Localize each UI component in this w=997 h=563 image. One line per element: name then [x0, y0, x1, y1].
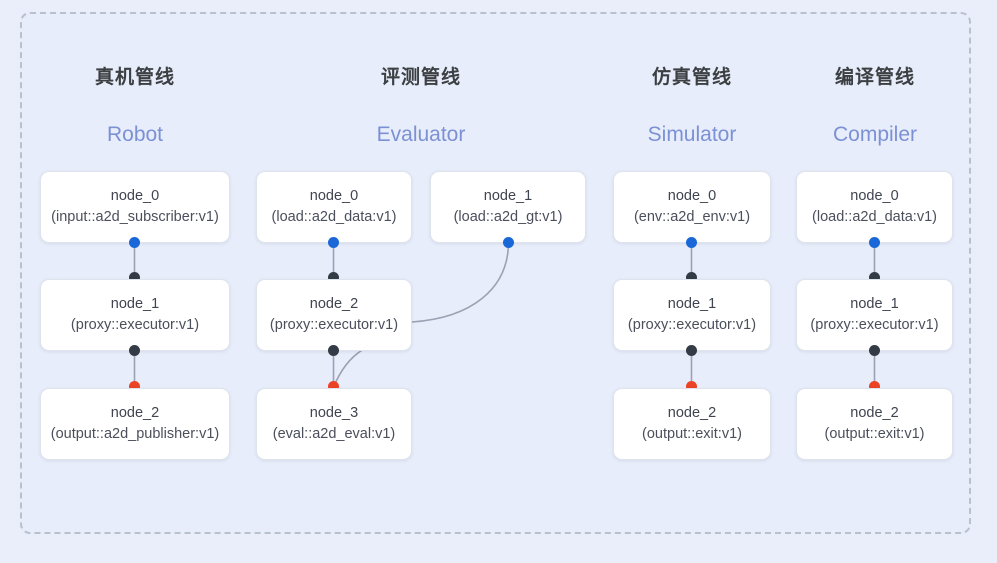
port-out-evaluator-node-2[interactable] — [328, 345, 339, 356]
port-out-simulator-node-0[interactable] — [686, 237, 697, 248]
node-label: node_0 — [309, 187, 359, 204]
node-label: node_0 — [667, 187, 717, 204]
node-type: (proxy::executor:v1) — [627, 317, 757, 333]
column-title-en-simulator: Simulator — [647, 123, 737, 146]
node-type: (proxy::executor:v1) — [269, 317, 399, 333]
node-type: (eval::a2d_eval:v1) — [272, 426, 396, 442]
node-robot-node-1[interactable]: node_1 (proxy::executor:v1) — [40, 279, 230, 351]
port-out-evaluator-node-1[interactable] — [503, 237, 514, 248]
port-out-compiler-node-1[interactable] — [869, 345, 880, 356]
column-title-en-evaluator: Evaluator — [376, 123, 466, 146]
port-in-evaluator-node-3[interactable] — [328, 381, 339, 392]
column-title-cn-evaluator: 评测管线 — [380, 67, 461, 88]
node-label: node_1 — [667, 295, 717, 312]
node-label: node_2 — [667, 404, 717, 421]
column-title-en-compiler: Compiler — [832, 123, 918, 146]
node-robot-node-2[interactable]: node_2 (output::a2d_publisher:v1) — [40, 388, 230, 460]
node-label: node_0 — [110, 187, 160, 204]
node-type: (output::a2d_publisher:v1) — [50, 426, 220, 442]
port-in-simulator-node-2[interactable] — [686, 381, 697, 392]
node-evaluator-node-3[interactable]: node_3 (eval::a2d_eval:v1) — [256, 388, 412, 460]
node-simulator-node-2[interactable]: node_2 (output::exit:v1) — [613, 388, 771, 460]
port-in-simulator-node-1[interactable] — [686, 272, 697, 283]
node-type: (output::exit:v1) — [824, 426, 925, 442]
port-out-robot-node-0[interactable] — [129, 237, 140, 248]
node-robot-node-0[interactable]: node_0 (input::a2d_subscriber:v1) — [40, 171, 230, 243]
node-type: (load::a2d_data:v1) — [271, 209, 397, 225]
node-label: node_2 — [850, 404, 899, 421]
node-compiler-node-1[interactable]: node_1 (proxy::executor:v1) — [796, 279, 953, 351]
port-out-robot-node-1[interactable] — [129, 345, 140, 356]
node-compiler-node-0[interactable]: node_0 (load::a2d_data:v1) — [796, 171, 953, 243]
column-title-cn-robot: 真机管线 — [94, 67, 175, 88]
node-type: (proxy::executor:v1) — [70, 317, 200, 333]
node-simulator-node-0[interactable]: node_0 (env::a2d_env:v1) — [613, 171, 771, 243]
node-label: node_2 — [309, 295, 359, 312]
node-simulator-node-1[interactable]: node_1 (proxy::executor:v1) — [613, 279, 771, 351]
node-type: (proxy::executor:v1) — [810, 317, 939, 333]
node-label: node_2 — [110, 404, 160, 421]
node-type: (env::a2d_env:v1) — [633, 209, 751, 225]
port-in-compiler-node-2[interactable] — [869, 381, 880, 392]
column-title-cn-simulator: 仿真管线 — [651, 67, 732, 88]
port-in-robot-node-1[interactable] — [129, 272, 140, 283]
node-label: node_1 — [850, 295, 899, 312]
node-label: node_3 — [309, 404, 359, 421]
node-label: node_0 — [850, 187, 899, 204]
node-evaluator-node-2[interactable]: node_2 (proxy::executor:v1) — [256, 279, 412, 351]
port-in-evaluator-node-2[interactable] — [328, 272, 339, 283]
node-type: (output::exit:v1) — [642, 426, 742, 442]
port-in-compiler-node-1[interactable] — [869, 272, 880, 283]
node-type: (load::a2d_data:v1) — [812, 209, 937, 225]
port-out-simulator-node-1[interactable] — [686, 345, 697, 356]
node-evaluator-node-0[interactable]: node_0 (load::a2d_data:v1) — [256, 171, 412, 243]
port-out-compiler-node-0[interactable] — [869, 237, 880, 248]
column-title-cn-compiler: 编译管线 — [834, 67, 915, 88]
node-type: (input::a2d_subscriber:v1) — [51, 209, 219, 225]
node-label: node_1 — [483, 187, 533, 204]
column-title-en-robot: Robot — [106, 123, 164, 146]
node-type: (load::a2d_gt:v1) — [453, 209, 563, 225]
port-out-evaluator-node-0[interactable] — [328, 237, 339, 248]
node-compiler-node-2[interactable]: node_2 (output::exit:v1) — [796, 388, 953, 460]
node-label: node_1 — [110, 295, 160, 312]
node-evaluator-node-1[interactable]: node_1 (load::a2d_gt:v1) — [430, 171, 586, 243]
port-in-robot-node-2[interactable] — [129, 381, 140, 392]
